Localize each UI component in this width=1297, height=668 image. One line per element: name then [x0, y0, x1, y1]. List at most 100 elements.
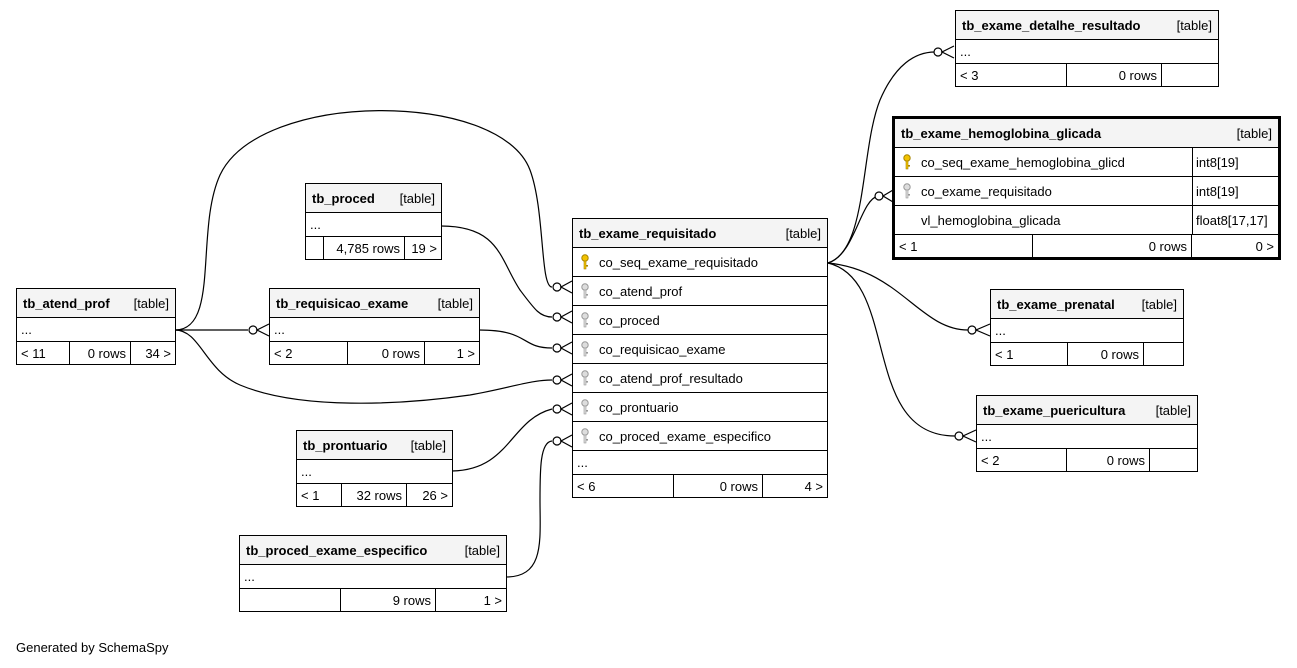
table-header: tb_requisicao_exame [table] [270, 289, 479, 318]
columns-ellipsis: ... [573, 451, 827, 475]
column-row[interactable]: co_atend_prof [573, 277, 827, 306]
table-header: tb_exame_requisitado [table] [573, 219, 827, 248]
row-count: 0 rows [1032, 235, 1192, 257]
primary-key-icon [581, 254, 589, 270]
table-type: [table] [1236, 125, 1272, 141]
parents-count: < 11 [21, 345, 46, 361]
column-type: int8[19] [1192, 148, 1278, 176]
column-row[interactable]: co_seq_exame_hemoglobina_glicd int8[19] [895, 148, 1278, 177]
column-row[interactable]: co_requisicao_exame [573, 335, 827, 364]
table-proced[interactable]: tb_proced [table] ... 4,785 rows 19 > [305, 183, 442, 260]
columns-ellipsis: ... [956, 40, 1218, 64]
column-row[interactable]: co_prontuario [573, 393, 827, 422]
column-row[interactable]: co_exame_requisitado int8[19] [895, 177, 1278, 206]
column-row[interactable]: co_proced [573, 306, 827, 335]
edge-prontuario [451, 408, 553, 472]
table-atend-prof[interactable]: tb_atend_prof [table] ... < 11 0 rows 34… [16, 288, 176, 365]
edge-prenatal [827, 262, 969, 331]
parents-count: < 1 [995, 346, 1014, 362]
foreign-key-icon [581, 312, 589, 328]
table-header: tb_atend_prof [table] [17, 289, 175, 318]
row-count: 0 rows [1066, 64, 1162, 86]
row-count: 9 rows [340, 589, 436, 611]
parents-count: < 3 [960, 67, 979, 83]
table-proced-exame-especifico[interactable]: tb_proced_exame_especifico [table] ... 9… [239, 535, 507, 612]
table-header: tb_exame_prenatal [table] [991, 290, 1183, 319]
table-prontuario[interactable]: tb_prontuario [table] ... < 1 32 rows 26… [296, 430, 453, 507]
column-row[interactable]: co_atend_prof_resultado [573, 364, 827, 393]
table-name: tb_exame_prenatal [997, 296, 1115, 312]
table-footer: < 3 0 rows [956, 64, 1218, 86]
table-footer: < 1 32 rows 26 > [297, 484, 452, 506]
column-name: co_atend_prof_resultado [599, 370, 743, 386]
parents-count: < 6 [577, 478, 596, 494]
table-header: tb_prontuario [table] [297, 431, 452, 460]
row-count: 0 rows [347, 342, 425, 364]
table-name: tb_exame_detalhe_resultado [962, 17, 1141, 33]
children-count: 4 > [804, 478, 823, 494]
table-type: [table] [1155, 402, 1191, 418]
table-footer: 9 rows 1 > [240, 589, 506, 611]
table-type: [table] [785, 225, 821, 241]
row-count: 0 rows [673, 475, 763, 497]
column-name: co_requisicao_exame [599, 341, 726, 357]
columns-ellipsis: ... [297, 460, 452, 484]
table-hemoglobina-glicada[interactable]: tb_exame_hemoglobina_glicada [table] co_… [892, 116, 1281, 260]
table-type: [table] [437, 295, 473, 311]
children-count: 1 > [483, 592, 502, 608]
table-name: tb_exame_requisitado [579, 225, 717, 241]
children-count [1150, 449, 1197, 471]
table-name: tb_exame_hemoglobina_glicada [901, 125, 1102, 141]
table-exame-requisitado[interactable]: tb_exame_requisitado [table] co_seq_exam… [572, 218, 828, 498]
foreign-key-icon [581, 428, 589, 444]
table-detalhe-resultado[interactable]: tb_exame_detalhe_resultado [table] ... <… [955, 10, 1219, 87]
row-count: 0 rows [1067, 343, 1144, 365]
edge-hemoglobina [827, 195, 879, 264]
table-name: tb_proced_exame_especifico [246, 542, 428, 558]
generated-by-label: Generated by SchemaSpy [16, 640, 169, 655]
foreign-key-icon [903, 183, 911, 199]
children-count: 0 > [1255, 238, 1274, 254]
foreign-key-icon [581, 283, 589, 299]
table-footer: 4,785 rows 19 > [306, 237, 441, 259]
edge-puericultura [827, 262, 956, 437]
children-count [1162, 64, 1218, 86]
column-name: co_proced [599, 312, 660, 328]
parents-count: < 1 [301, 487, 320, 503]
column-name: co_seq_exame_hemoglobina_glicd [921, 154, 1125, 170]
table-exame-puericultura[interactable]: tb_exame_puericultura [table] ... < 2 0 … [976, 395, 1198, 472]
row-count: 0 rows [69, 342, 131, 364]
table-type: [table] [1141, 296, 1177, 312]
parents-count: < 1 [899, 238, 918, 254]
table-type: [table] [1176, 17, 1212, 33]
table-name: tb_prontuario [303, 437, 388, 453]
table-footer: < 2 0 rows [977, 449, 1197, 471]
table-footer: < 1 0 rows [991, 343, 1183, 365]
parents-count: < 2 [274, 345, 293, 361]
column-type: int8[19] [1192, 177, 1278, 205]
table-header: tb_exame_hemoglobina_glicada [table] [895, 119, 1278, 148]
foreign-key-icon [581, 370, 589, 386]
children-count [1144, 343, 1183, 365]
table-type: [table] [399, 190, 435, 206]
column-row[interactable]: co_seq_exame_requisitado [573, 248, 827, 277]
row-count: 4,785 rows [323, 237, 405, 259]
column-row[interactable]: vl_hemoglobina_glicada float8[17,17] [895, 206, 1278, 235]
column-row[interactable]: co_proced_exame_especifico [573, 422, 827, 451]
columns-ellipsis: ... [977, 425, 1197, 449]
column-name: co_atend_prof [599, 283, 683, 299]
column-name: co_seq_exame_requisitado [599, 254, 758, 270]
column-name: co_proced_exame_especifico [599, 428, 771, 444]
table-requisicao-exame[interactable]: tb_requisicao_exame [table] ... < 2 0 ro… [269, 288, 480, 365]
table-type: [table] [464, 542, 500, 558]
parents-count [306, 237, 323, 259]
foreign-key-icon [581, 341, 589, 357]
table-footer: < 1 0 rows 0 > [895, 235, 1278, 257]
edge-atend-prof-top [174, 110, 553, 331]
table-exame-prenatal[interactable]: tb_exame_prenatal [table] ... < 1 0 rows [990, 289, 1184, 366]
table-name: tb_requisicao_exame [276, 295, 409, 311]
edge-proced-especifico [505, 440, 553, 578]
edge-requisicao [478, 329, 553, 349]
parents-count: < 2 [981, 452, 1000, 468]
table-type: [table] [133, 295, 169, 311]
